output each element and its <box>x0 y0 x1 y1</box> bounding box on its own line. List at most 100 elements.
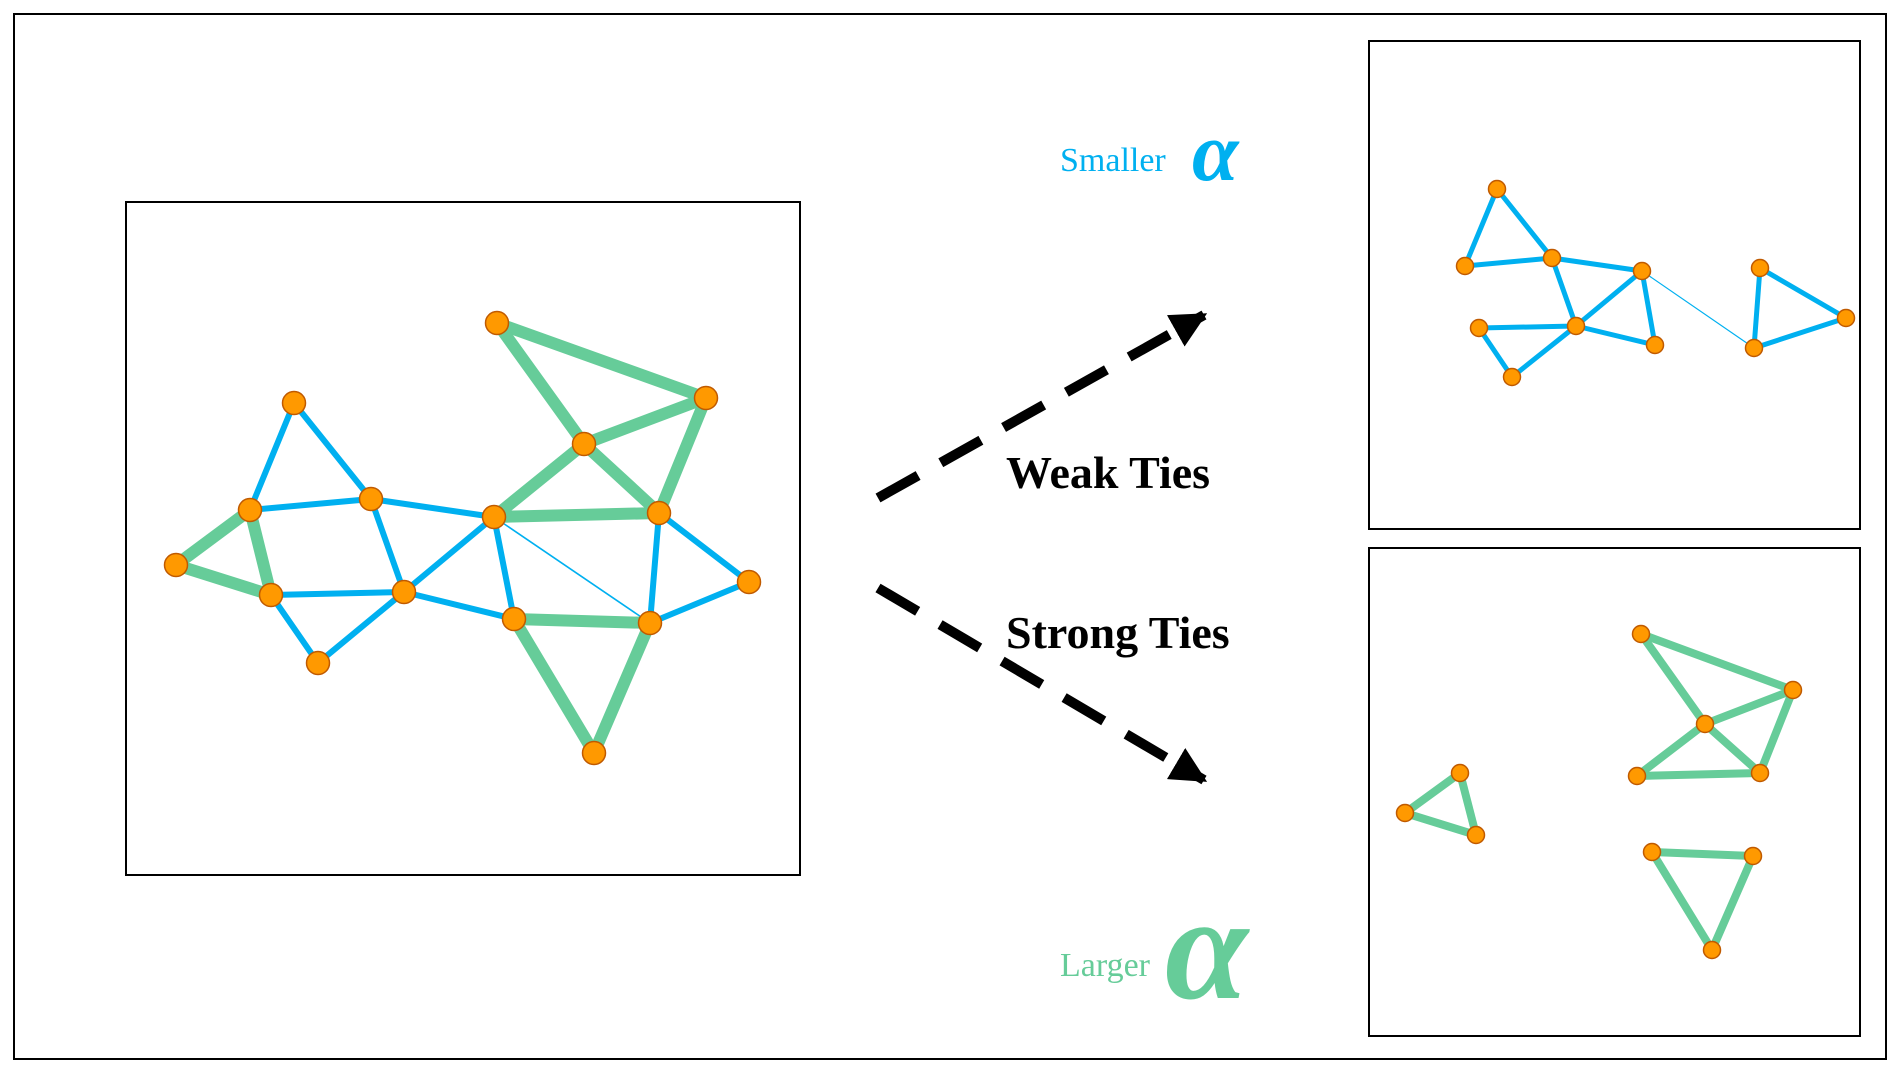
main-network-node <box>501 606 527 632</box>
weak-ties-label: Weak Ties <box>1006 447 1211 498</box>
strong-network-edge <box>1633 720 1709 780</box>
main-network-node <box>571 431 597 457</box>
main-network-edge <box>268 592 321 666</box>
main-network-edge <box>315 589 407 666</box>
main-network-edge <box>488 507 665 523</box>
weak-network-edge <box>1751 265 1763 351</box>
main-network-edge <box>247 496 374 513</box>
main-network-node <box>581 740 607 766</box>
strong-network-edge <box>1756 686 1797 777</box>
strong-ties-network-frame <box>1368 547 1861 1037</box>
strong-network-edge <box>1701 720 1764 777</box>
weak-network-node <box>1542 248 1562 268</box>
main-network-node <box>693 385 719 411</box>
weak-network-edge <box>1476 323 1579 331</box>
strong-network-edge <box>1401 809 1480 839</box>
weak-network-edge <box>1573 323 1658 348</box>
main-network-edge <box>493 516 651 624</box>
strong-network-node <box>1631 624 1651 644</box>
weak-network-edge <box>1639 268 1658 348</box>
main-network-edge <box>401 589 517 622</box>
weak-network-edge <box>1573 268 1645 329</box>
strong-network-edge <box>1701 686 1797 728</box>
main-network-node <box>481 504 507 530</box>
main-network-node <box>358 486 384 512</box>
weak-network-edge <box>1549 255 1579 329</box>
main-network-edge <box>578 438 665 519</box>
main-network-edge <box>170 504 256 571</box>
weak-network-node <box>1750 258 1770 278</box>
weak-network-node <box>1469 318 1489 338</box>
main-network-frame <box>125 201 801 876</box>
weak-network-node <box>1632 261 1652 281</box>
main-network-edge <box>244 504 277 601</box>
strong-network-edge <box>1637 630 1797 694</box>
strong-network-node <box>1642 842 1662 862</box>
main-network-edge <box>488 438 590 523</box>
strong-network-node <box>1395 803 1415 823</box>
strong-network-node <box>1702 940 1722 960</box>
weak-network-node <box>1455 256 1475 276</box>
strong-network-node <box>1450 763 1470 783</box>
weak-ties-network-frame <box>1368 40 1861 530</box>
strong-network-edge <box>1456 769 1480 839</box>
main-network-node <box>305 650 331 676</box>
strong-network-node <box>1750 763 1770 783</box>
strong-network-node <box>1783 680 1803 700</box>
weak-network-edge <box>1494 186 1555 261</box>
main-network-edge <box>653 392 712 519</box>
main-network-node <box>237 497 263 523</box>
weak-network-edge <box>1549 255 1645 274</box>
alpha-large-symbol: α <box>1165 865 1248 1031</box>
strong-network-edge <box>1633 769 1764 780</box>
main-network-edge <box>647 579 752 626</box>
strong-network-edge <box>1637 630 1709 728</box>
main-network-node <box>258 582 284 608</box>
main-network-edge <box>401 514 497 595</box>
main-network-edge <box>291 400 374 502</box>
main-network-node <box>646 500 672 526</box>
main-network-edge <box>647 510 662 626</box>
strong-network-node <box>1466 825 1486 845</box>
main-network-node <box>484 310 510 336</box>
main-network-node <box>637 610 663 636</box>
strong-network-node <box>1695 714 1715 734</box>
main-network-edge <box>368 496 407 595</box>
weak-network-edge <box>1641 270 1755 349</box>
larger-label: Larger <box>1060 947 1150 984</box>
main-network-edge <box>508 613 600 759</box>
main-network-edge <box>247 400 297 513</box>
alpha-small-symbol: α <box>1192 106 1239 199</box>
weak-network-node <box>1836 308 1856 328</box>
main-network-edge <box>578 392 712 450</box>
main-network-edge <box>491 514 517 622</box>
weak-network-node <box>1487 179 1507 199</box>
main-network-edge <box>491 317 712 404</box>
weak-network-node <box>1566 316 1586 336</box>
strong-network-edge <box>1401 769 1464 817</box>
weak-network-edge <box>1476 325 1515 380</box>
main-network-node <box>163 552 189 578</box>
weak-network-node <box>1744 338 1764 358</box>
main-network-edge <box>588 617 656 759</box>
main-network-edge <box>656 510 752 585</box>
strong-network-node <box>1743 846 1763 866</box>
strong-network-edge <box>1648 848 1757 860</box>
main-network-node <box>736 569 762 595</box>
main-network-edge <box>268 589 407 598</box>
strong-ties-network <box>1395 624 1803 960</box>
strong-ties-arrow <box>875 583 1208 785</box>
strong-network-node <box>1627 766 1647 786</box>
weak-network-edge <box>1757 265 1849 321</box>
strong-network-edge <box>1648 848 1716 954</box>
outer-frame <box>13 13 1887 1060</box>
weak-network-edge <box>1462 186 1500 269</box>
main-network-edge <box>491 317 590 450</box>
main-network-edge <box>368 496 497 520</box>
smaller-label: Smaller <box>1060 142 1166 179</box>
main-network-edge <box>170 559 277 601</box>
main-network-edge <box>508 613 656 629</box>
weak-ties-arrow <box>875 310 1208 503</box>
weak-network-edge <box>1462 255 1555 269</box>
